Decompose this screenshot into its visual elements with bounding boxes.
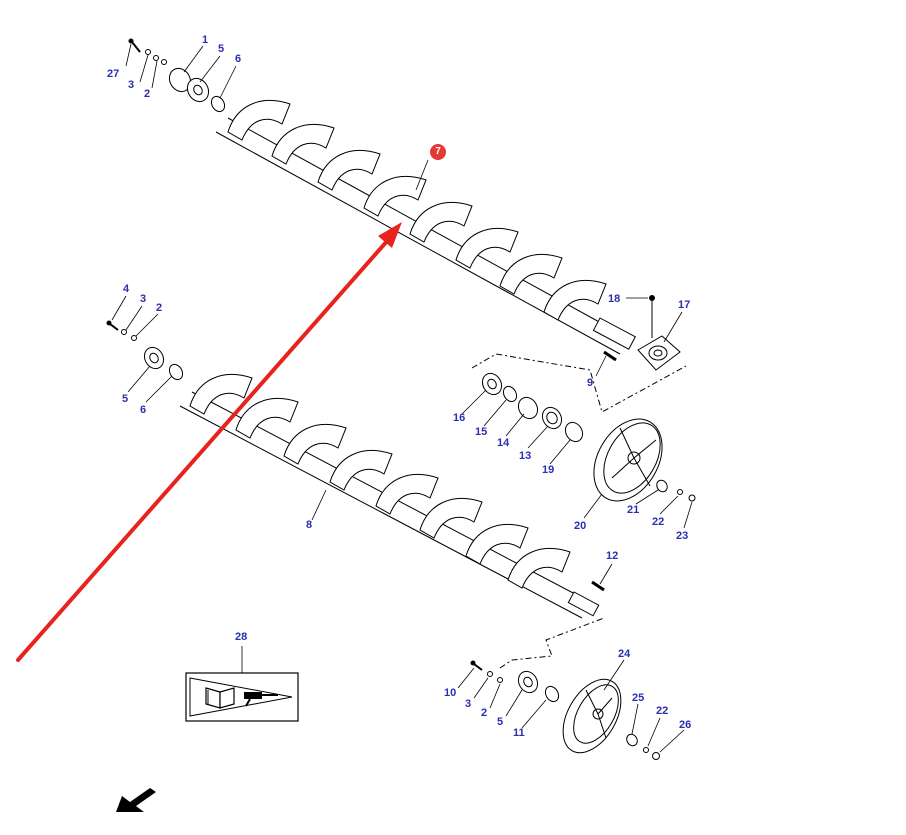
callout-17[interactable]: 17 xyxy=(678,299,691,311)
callout-15[interactable]: 15 xyxy=(475,426,488,438)
callout-16[interactable]: 16 xyxy=(453,412,466,424)
callout-18[interactable]: 18 xyxy=(608,293,621,305)
callout-11[interactable]: 11 xyxy=(513,727,525,739)
callout-25[interactable]: 25 xyxy=(632,692,645,704)
callout-24[interactable]: 24 xyxy=(618,648,631,660)
callout-12[interactable]: 12 xyxy=(606,550,619,562)
callout-22b[interactable]: 22 xyxy=(656,705,669,717)
lower-drive-assembly xyxy=(470,617,660,760)
callout-3[interactable]: 3 xyxy=(128,79,135,91)
callout-5[interactable]: 5 xyxy=(218,43,225,55)
callout-5c[interactable]: 5 xyxy=(497,716,504,728)
callout-2[interactable]: 2 xyxy=(144,88,151,100)
direction-arrow-icon xyxy=(116,788,156,812)
callout-9[interactable]: 9 xyxy=(587,377,594,389)
callout-3b[interactable]: 3 xyxy=(140,293,147,305)
upper-auger xyxy=(215,100,681,371)
callout-22[interactable]: 22 xyxy=(652,516,665,528)
callout-8[interactable]: 8 xyxy=(306,519,313,531)
grease-gun-icon xyxy=(244,692,278,707)
callout-2c[interactable]: 2 xyxy=(481,707,488,719)
leader-lines xyxy=(111,43,693,753)
callout-2b[interactable]: 2 xyxy=(156,302,163,314)
callout-23[interactable]: 23 xyxy=(676,530,689,542)
callout-6[interactable]: 6 xyxy=(235,53,242,65)
callout-10[interactable]: 10 xyxy=(444,687,457,699)
callout-13[interactable]: 13 xyxy=(519,450,532,462)
callout-6b[interactable]: 6 xyxy=(140,404,147,416)
manual-book-icon xyxy=(205,687,235,709)
highlight-callout-badge[interactable]: 7 xyxy=(430,144,446,160)
upper-left-hardware xyxy=(128,38,226,113)
callout-19[interactable]: 19 xyxy=(542,464,555,476)
callout-4[interactable]: 4 xyxy=(123,283,130,295)
pulley-24 xyxy=(562,678,622,754)
service-decal xyxy=(185,672,299,722)
callout-28[interactable]: 28 xyxy=(235,631,248,643)
pulley-20 xyxy=(593,418,663,502)
callout-1[interactable]: 1 xyxy=(202,34,209,46)
callout-3c[interactable]: 3 xyxy=(465,698,472,710)
callout-5b[interactable]: 5 xyxy=(122,393,129,405)
lower-auger xyxy=(179,374,605,619)
middle-left-hardware xyxy=(106,320,184,381)
callout-21[interactable]: 21 xyxy=(627,504,640,516)
upper-drive-assembly xyxy=(471,353,696,502)
highlight-arrow xyxy=(16,222,402,662)
callout-14[interactable]: 14 xyxy=(497,437,510,449)
callout-20[interactable]: 20 xyxy=(574,520,587,532)
callout-26[interactable]: 26 xyxy=(679,719,692,731)
callout-27[interactable]: 27 xyxy=(107,68,120,80)
